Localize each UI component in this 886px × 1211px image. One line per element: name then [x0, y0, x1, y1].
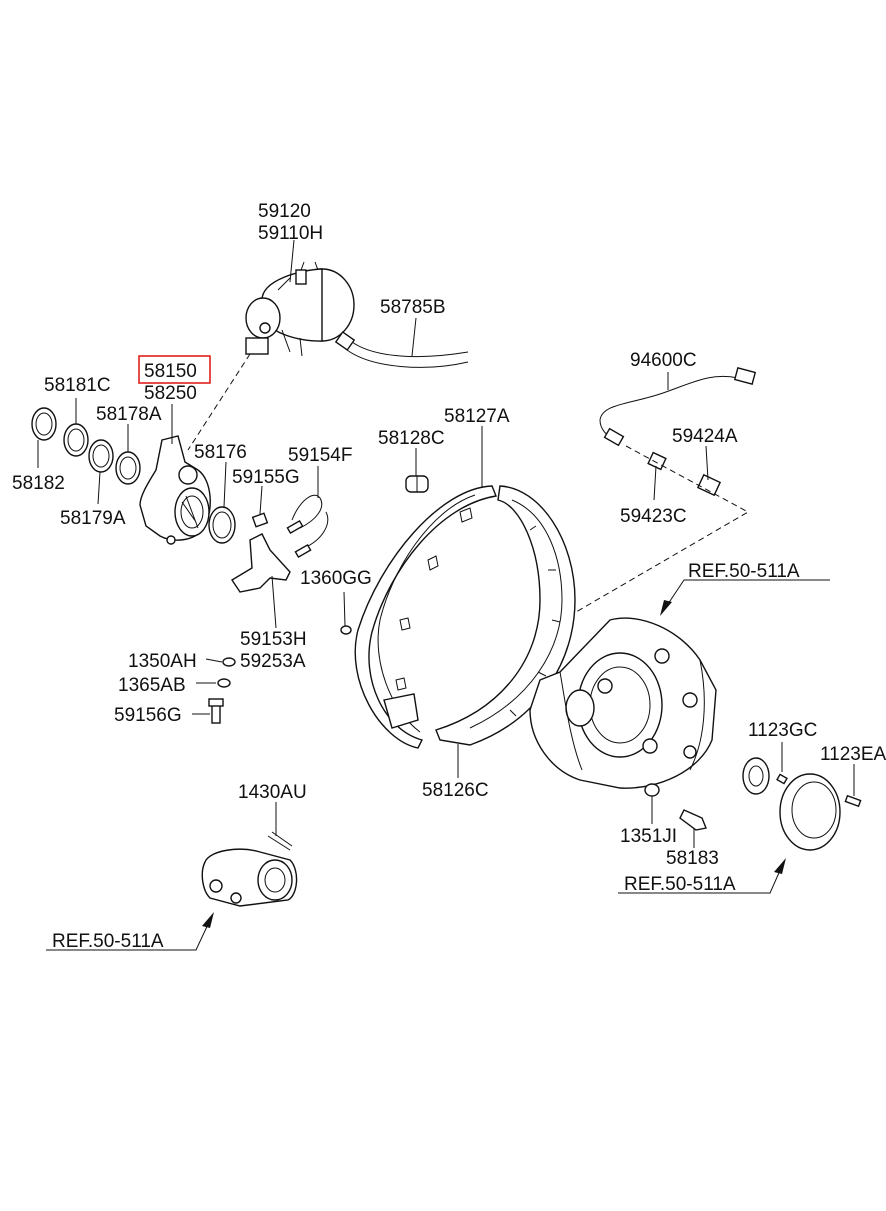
- label-58250[interactable]: 58250: [144, 383, 197, 404]
- label-59424A[interactable]: 59424A: [672, 426, 738, 447]
- label-1350AH[interactable]: 1350AH: [128, 651, 197, 672]
- label-58182[interactable]: 58182: [12, 473, 65, 494]
- backing-plate: [354, 485, 497, 749]
- camshaft-bracket: [201, 831, 298, 907]
- label-59423C[interactable]: 59423C: [620, 506, 687, 527]
- label-1360GG[interactable]: 1360GG: [300, 568, 372, 589]
- label-59153H[interactable]: 59153H: [240, 629, 307, 650]
- knuckle-fasteners: [644, 783, 707, 831]
- leader-lines: [37, 239, 855, 848]
- label-59155G[interactable]: 59155G: [232, 467, 300, 488]
- label-1365AB[interactable]: 1365AB: [118, 675, 186, 696]
- label-58176[interactable]: 58176: [194, 442, 247, 463]
- label-58181C[interactable]: 58181C: [44, 375, 111, 396]
- steering-knuckle: [529, 617, 717, 789]
- small-fasteners-left: [208, 625, 352, 724]
- wheel-speed-sensor: [599, 367, 757, 497]
- connection-line: [187, 353, 251, 451]
- bushing-59423C: [647, 451, 667, 471]
- label-59120[interactable]: 59120: [258, 201, 311, 222]
- part-labels: 59120 59110H 58785B 58150 58250 58181C 5…: [12, 201, 886, 952]
- washer-1350AH: [222, 657, 236, 667]
- arrow-icon: [774, 858, 786, 874]
- label-58785B[interactable]: 58785B: [380, 297, 446, 318]
- hub-cap: [779, 773, 862, 851]
- arrow-icon: [660, 600, 672, 616]
- sensor-connection-line: [575, 445, 750, 613]
- label-1351JI[interactable]: 1351JI: [620, 826, 677, 847]
- label-1430AU[interactable]: 1430AU: [238, 782, 307, 803]
- ref-leaders: [46, 579, 830, 951]
- arrow-icon: [202, 912, 214, 928]
- label-59154F[interactable]: 59154F: [288, 445, 352, 466]
- washer-1365AB: [217, 678, 231, 688]
- label-58183[interactable]: 58183: [666, 848, 719, 869]
- brake-hose: [334, 331, 469, 368]
- label-58126C[interactable]: 58126C: [422, 780, 489, 801]
- slack-adjuster: [139, 435, 211, 545]
- brake-chamber: [245, 261, 355, 357]
- washer-1360GG: [340, 625, 352, 635]
- bushing-59424A: [696, 473, 722, 497]
- label-59156G[interactable]: 59156G: [114, 705, 182, 726]
- ref-label-left[interactable]: REF.50-511A: [52, 931, 164, 952]
- label-1123EA[interactable]: 1123EA: [820, 744, 886, 765]
- label-59253A[interactable]: 59253A: [240, 651, 306, 672]
- label-94600C[interactable]: 94600C: [630, 350, 697, 371]
- label-58127A[interactable]: 58127A: [444, 406, 510, 427]
- tone-ring: [742, 757, 788, 795]
- ref-label-right[interactable]: REF.50-511A: [624, 874, 736, 895]
- bolt-59156G: [211, 704, 221, 724]
- label-58128C[interactable]: 58128C: [378, 428, 445, 449]
- label-1123GC[interactable]: 1123GC: [748, 720, 817, 741]
- label-58179A[interactable]: 58179A: [60, 508, 126, 529]
- bushing: [405, 475, 429, 493]
- ref-label-top[interactable]: REF.50-511A: [688, 561, 800, 582]
- mounting-bracket: [231, 494, 329, 593]
- highlight-box: [138, 355, 211, 384]
- label-58178A[interactable]: 58178A: [96, 404, 162, 425]
- label-59110H[interactable]: 59110H: [258, 223, 323, 244]
- label-58150[interactable]: 58150: [144, 361, 197, 382]
